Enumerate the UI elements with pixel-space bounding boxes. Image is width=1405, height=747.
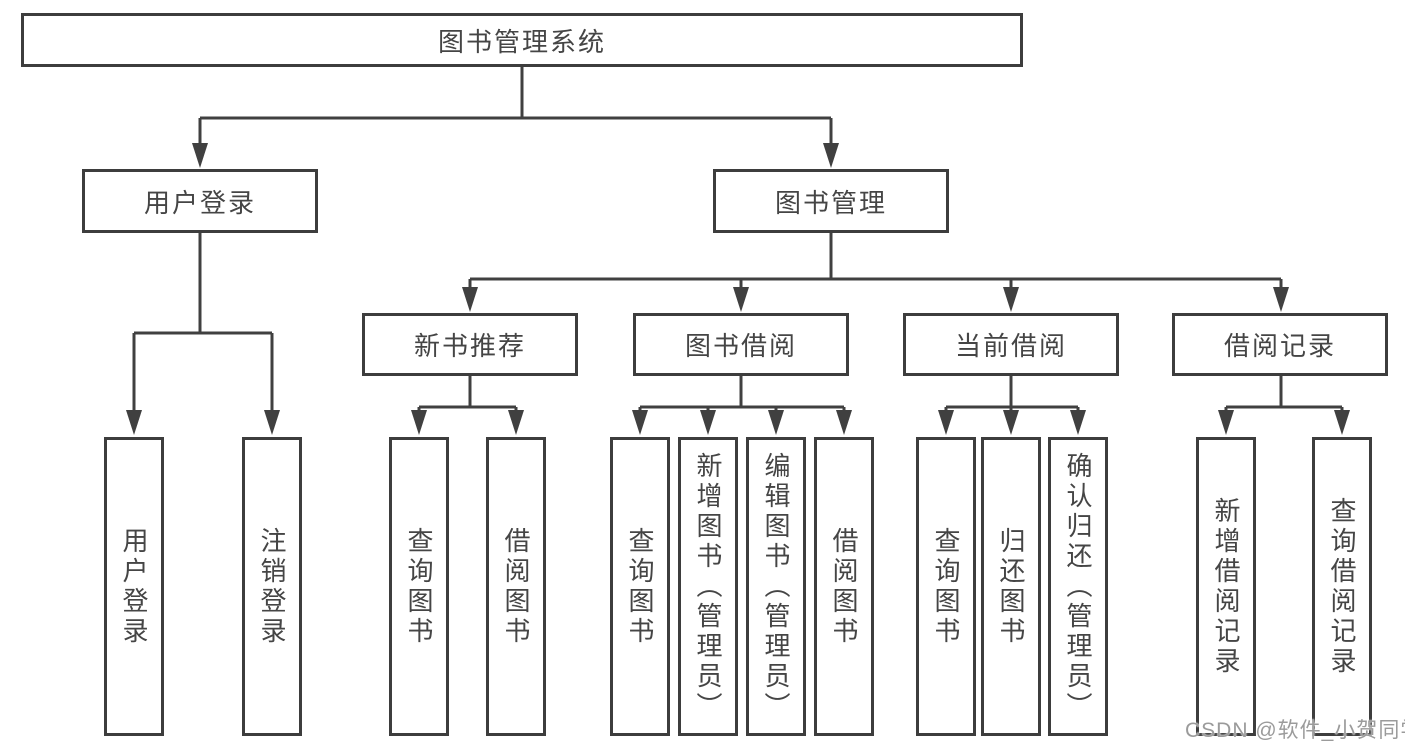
leaf-logout: 注销登录 <box>242 437 302 736</box>
node-label: 编辑图书（管理员） <box>761 451 791 722</box>
leaf-recommend-borrow-books: 借阅图书 <box>486 437 546 736</box>
leaf-return-books: 归还图书 <box>981 437 1041 736</box>
leaf-current-query-books: 查询图书 <box>916 437 976 736</box>
leaf-borrow-books: 借阅图书 <box>814 437 874 736</box>
node-label: 图书借阅 <box>684 331 797 361</box>
node-label: 查询图书 <box>625 526 655 647</box>
leaf-confirm-return-admin: 确认归还（管理员） <box>1048 437 1108 736</box>
leaf-borrow-query-books: 查询图书 <box>610 437 670 736</box>
leaf-query-borrow-record: 查询借阅记录 <box>1312 437 1372 736</box>
node-current-borrowing: 当前借阅 <box>903 313 1119 376</box>
leaf-add-books-admin: 新增图书（管理员） <box>678 437 738 736</box>
node-label: 借阅记录 <box>1223 331 1336 361</box>
node-label: 当前借阅 <box>954 331 1067 361</box>
csdn-watermark: CSDN @软件_小贺同学 <box>1185 719 1405 742</box>
node-label: 查询图书 <box>931 526 961 647</box>
node-label: 查询借阅记录 <box>1327 496 1357 677</box>
leaf-recommend-query-books: 查询图书 <box>389 437 449 736</box>
node-book-management: 图书管理 <box>713 169 949 233</box>
leaf-user-login: 用户登录 <box>104 437 164 736</box>
node-book-borrowing: 图书借阅 <box>633 313 849 376</box>
node-borrowing-records: 借阅记录 <box>1172 313 1388 376</box>
node-label: 确认归还（管理员） <box>1063 451 1093 722</box>
node-label: 新增图书（管理员） <box>693 451 723 722</box>
node-label: 查询图书 <box>404 526 434 647</box>
node-label: 新增借阅记录 <box>1211 496 1241 677</box>
node-label: 用户登录 <box>119 526 149 647</box>
node-library-system: 图书管理系统 <box>21 13 1023 67</box>
node-label: 用户登录 <box>143 187 256 218</box>
leaf-add-borrow-record: 新增借阅记录 <box>1196 437 1256 736</box>
node-label: 注销登录 <box>257 526 287 647</box>
node-user-login: 用户登录 <box>82 169 318 233</box>
node-new-book-recommend: 新书推荐 <box>362 313 578 376</box>
leaf-edit-books-admin: 编辑图书（管理员） <box>746 437 806 736</box>
node-label: 借阅图书 <box>829 526 859 647</box>
node-label: 新书推荐 <box>413 331 526 361</box>
node-label: 借阅图书 <box>501 526 531 647</box>
node-label: 图书管理 <box>774 187 887 218</box>
node-label: 图书管理系统 <box>437 26 606 57</box>
node-label: 归还图书 <box>996 526 1026 647</box>
